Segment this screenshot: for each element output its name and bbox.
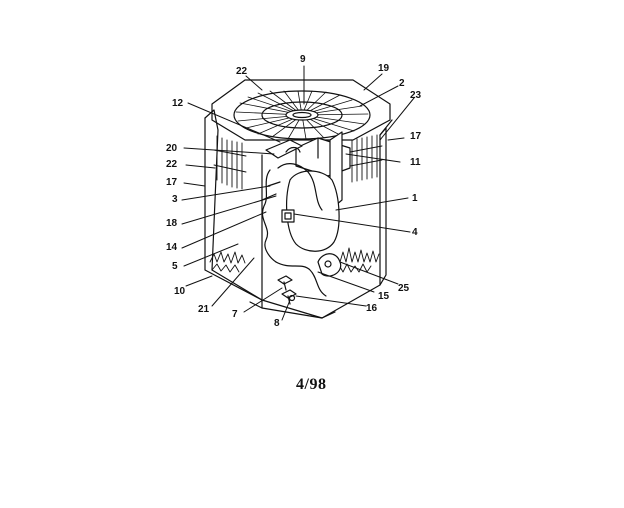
callout-labels: 9 22 19 2 12 23 20 17 22 11 17 1 3 18 4 14 5 25 10 15 21 7 16 8	[166, 54, 422, 329]
callout-11: 11	[410, 157, 421, 168]
date-code: 4/98	[296, 376, 327, 393]
base-pan	[249, 301, 336, 319]
fan-guard-inner-ring	[261, 101, 343, 129]
callout-8: 8	[274, 318, 280, 329]
base-coil-fins-right	[334, 247, 380, 273]
callout-19: 19	[378, 63, 390, 74]
leader-lines	[181, 65, 415, 321]
fan-motor-bracket	[265, 139, 303, 159]
callout-22: 22	[236, 66, 248, 77]
callout-20: 20	[166, 143, 178, 154]
callout-7: 7	[232, 309, 238, 320]
refrigerant-tubing	[262, 163, 323, 263]
callout-18: 18	[166, 218, 178, 229]
callout-1: 1	[412, 193, 418, 204]
callout-14: 14	[166, 242, 178, 253]
contactor-4	[281, 209, 295, 223]
callout-10: 10	[174, 286, 186, 297]
callout-5: 5	[172, 261, 178, 272]
callout-3: 3	[172, 194, 178, 205]
callout-23: 23	[410, 90, 422, 101]
right-coil-grille	[349, 134, 383, 183]
service-valve-8	[281, 289, 297, 305]
callout-17: 17	[166, 177, 178, 188]
callout-22: 22	[166, 159, 178, 170]
callout-15: 15	[378, 291, 390, 302]
callout-21: 21	[198, 304, 210, 315]
callout-16: 16	[366, 303, 378, 314]
compressor	[286, 170, 340, 252]
callout-12: 12	[172, 98, 184, 109]
callout-17: 17	[410, 131, 422, 142]
callout-9: 9	[300, 54, 306, 65]
service-valve-7	[277, 275, 293, 291]
fan-hub	[285, 109, 319, 121]
base-coil-fins-left	[209, 251, 246, 273]
callout-25: 25	[398, 283, 410, 294]
callout-2: 2	[399, 78, 405, 89]
left-coil-grille	[213, 135, 247, 190]
callout-4: 4	[412, 227, 418, 238]
